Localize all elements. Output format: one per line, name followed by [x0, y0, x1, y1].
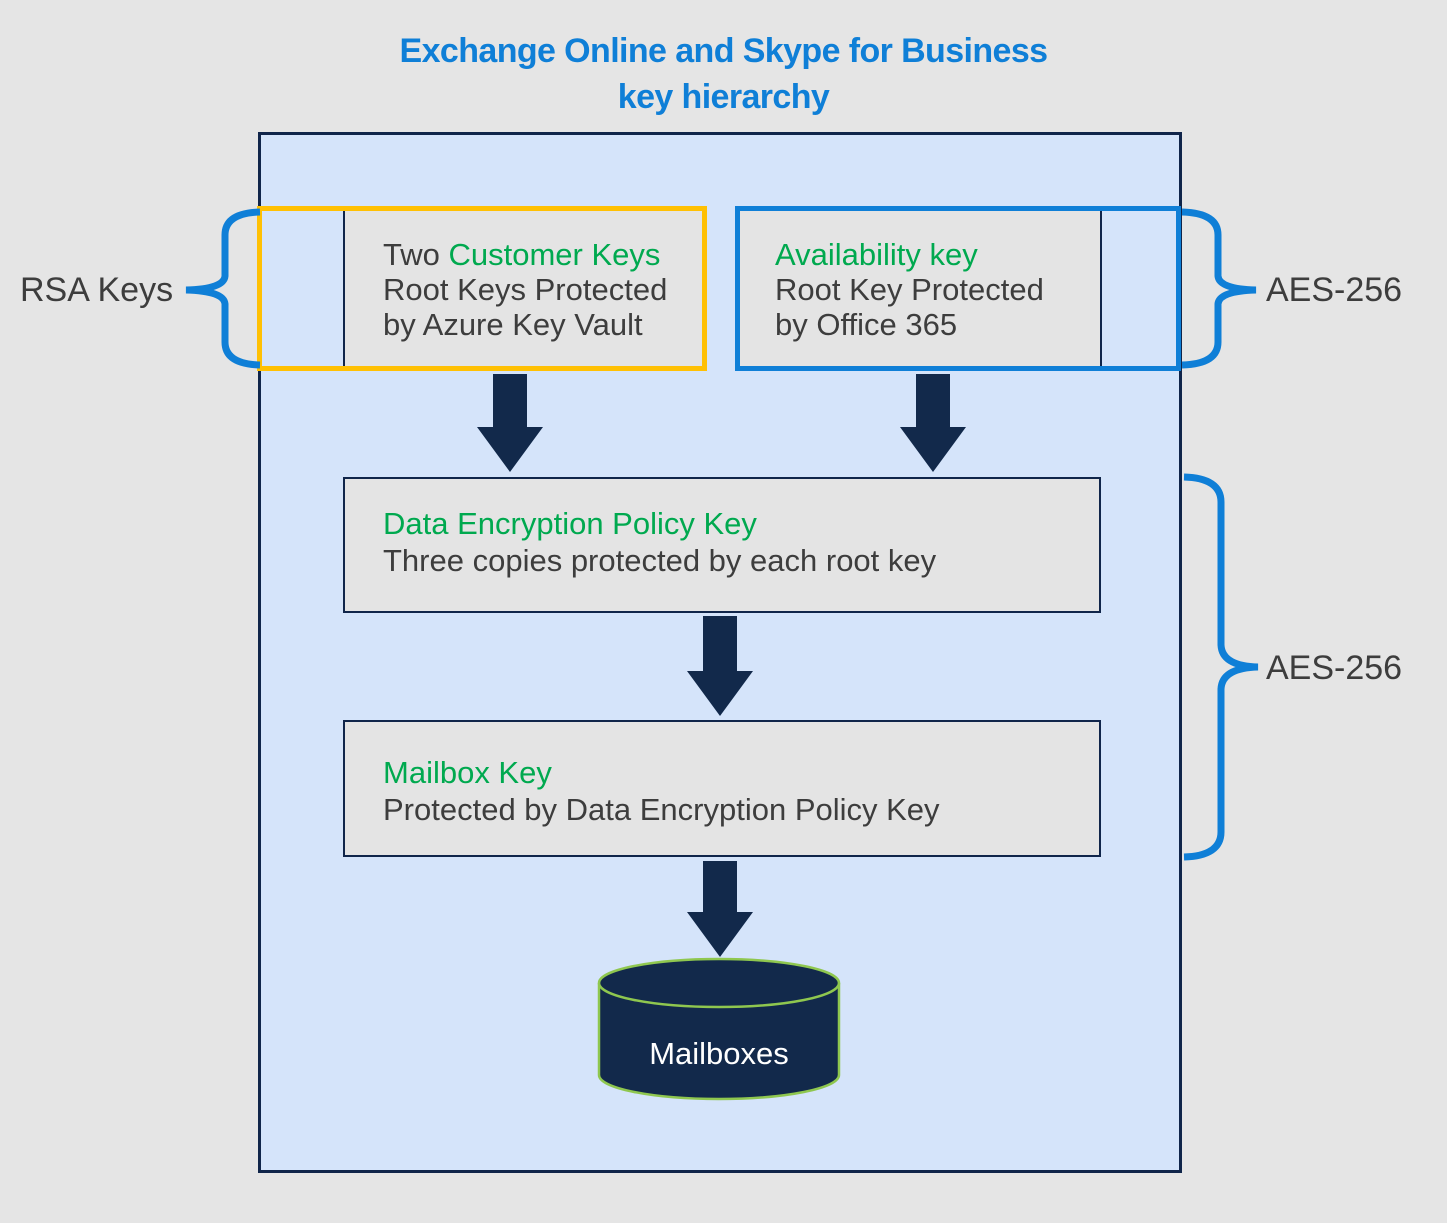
rsa-keys-label: RSA Keys [20, 271, 174, 309]
dep-key-box: Data Encryption Policy Key Three copies … [343, 477, 1101, 613]
rsa-keys-brace [185, 208, 261, 369]
customer-keys-divider [343, 211, 345, 366]
availability-key-line2: Root Key Protected [775, 272, 1044, 307]
diagram-title-line1: Exchange Online and Skype for Business [399, 32, 1049, 70]
aes-data-brace [1183, 473, 1259, 861]
mailbox-key-desc: Protected by Data Encryption Policy Key [383, 792, 940, 827]
customer-keys-line3: by Azure Key Vault [383, 307, 643, 342]
customer-keys-heading: Two Customer Keys [383, 237, 702, 272]
aes-256-data-label: AES-256 [1266, 649, 1403, 687]
customer-keys-line2: Root Keys Protected [383, 272, 668, 307]
aes-root-brace [1181, 208, 1257, 369]
customer-keys-panel: Two Customer Keys Root Keys Protected by… [345, 211, 702, 366]
availability-key-divider [1100, 211, 1102, 366]
availability-key-line3: by Office 365 [775, 307, 958, 342]
customer-keys-name: Customer Keys [448, 237, 661, 272]
dep-key-heading: Data Encryption Policy Key [383, 506, 757, 541]
aes-256-root-label: AES-256 [1266, 271, 1403, 309]
customer-keys-prefix: Two [383, 237, 449, 272]
availability-key-heading: Availability key [775, 237, 978, 272]
mailbox-key-box: Mailbox Key Protected by Data Encryption… [343, 720, 1101, 857]
availability-key-panel: Availability key Root Key Protected by O… [740, 211, 1100, 366]
diagram-title-line2: key hierarchy [617, 78, 830, 116]
dep-key-desc: Three copies protected by each root key [383, 543, 937, 578]
mailbox-key-heading: Mailbox Key [383, 755, 552, 790]
availability-key-box: Availability key Root Key Protected by O… [735, 206, 1181, 371]
customer-keys-box: Two Customer Keys Root Keys Protected by… [257, 206, 707, 371]
diagram-title: Exchange Online and Skype for Business k… [0, 28, 1447, 120]
